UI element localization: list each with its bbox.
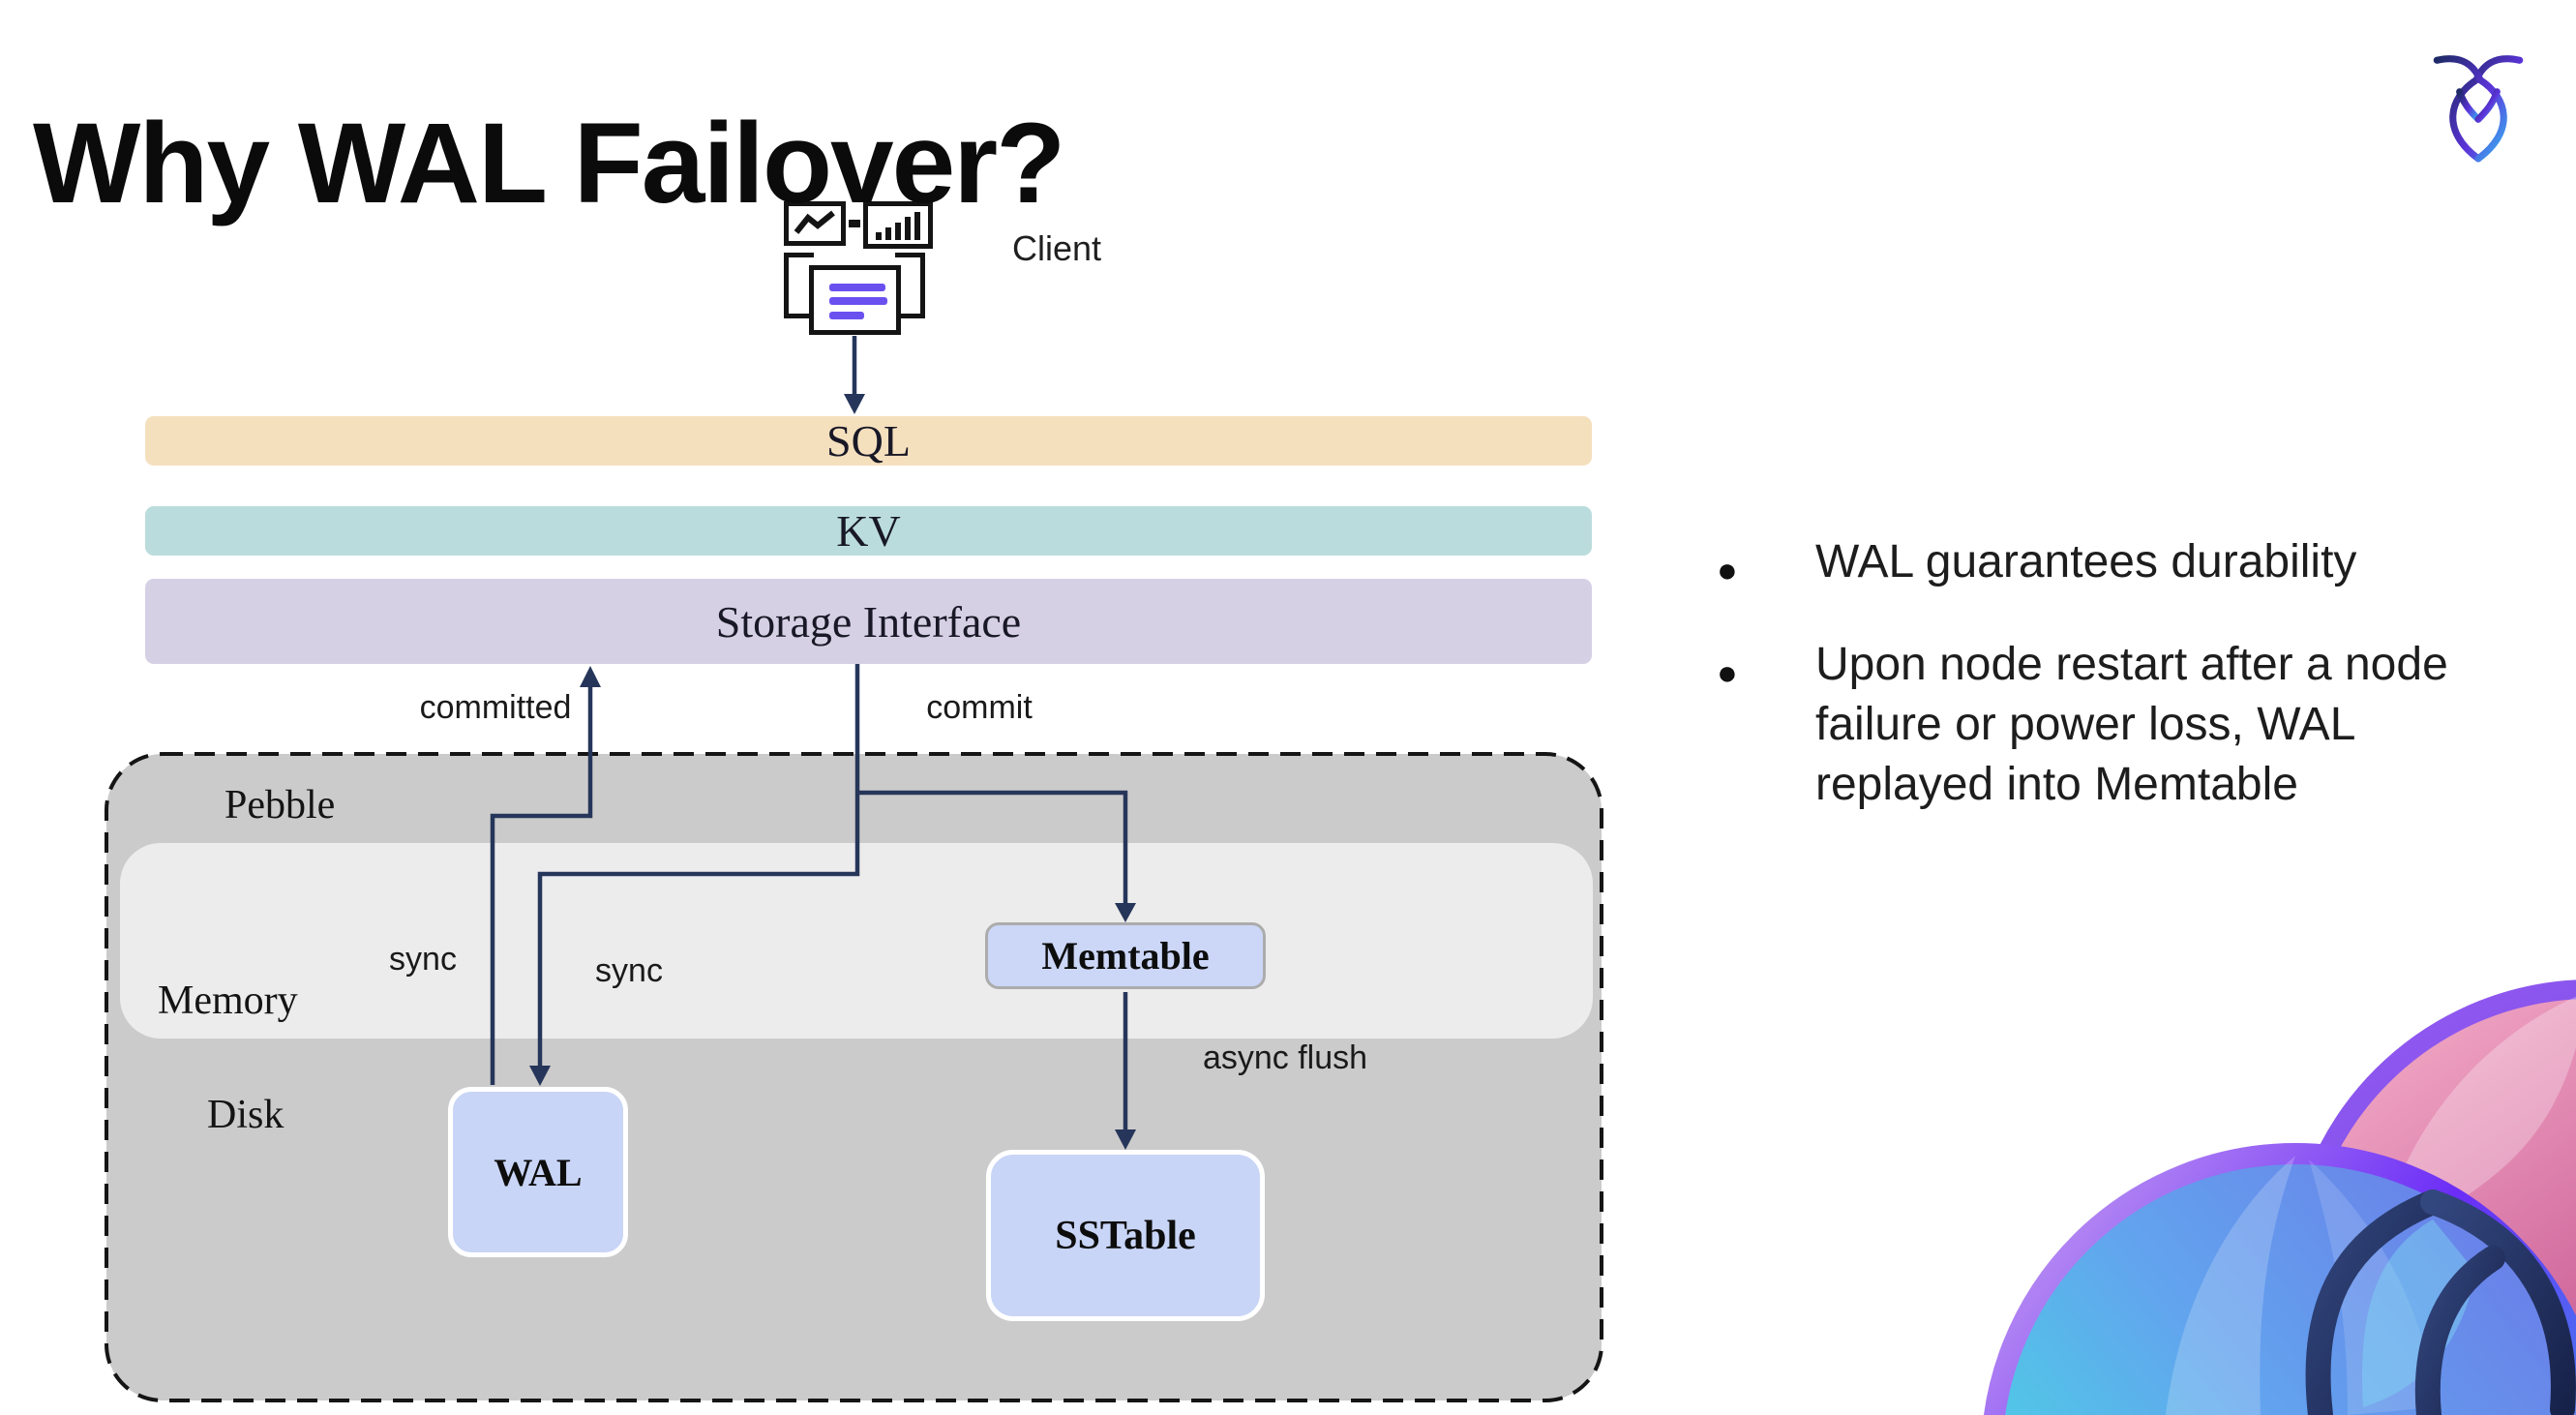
client-bracket-left-icon [784,253,814,318]
arrowhead-sync-into-wal [529,1066,551,1086]
client-bar-chart-icon [863,201,933,249]
arrowhead-into-memtable [1115,903,1136,922]
cockroachdb-logo-icon [2431,45,2526,163]
client-document-icon [809,265,901,335]
corner-art [1941,952,2576,1415]
pebble-label: Pebble [225,783,336,828]
bullet-list: WAL guarantees durability Upon node rest… [1715,532,2448,858]
pebble-dashed-border [105,752,1603,1402]
disk-label: Disk [207,1093,285,1137]
client-bracket-right-icon [895,253,925,318]
client-label: Client [1012,228,1102,268]
sstable-node: SSTable [986,1150,1265,1321]
client-line-chart-icon [784,201,846,246]
edge-committed-line [490,687,593,1085]
edge-commit-branch-line [857,790,1128,903]
edge-commit-sync-line [537,664,860,1066]
sync-left-edge-label: sync [389,941,457,978]
memtable-node: Memtable [985,922,1266,989]
wal-node: WAL [448,1087,628,1257]
layer-sql-label: SQL [826,416,911,466]
client-dash-icon [849,220,860,227]
commit-edge-label: commit [926,689,1033,726]
sstable-node-label: SSTable [1055,1213,1196,1258]
page-title: Why WAL Failover? [33,100,1065,228]
layer-sql: SQL [145,416,1592,466]
bullet-item: WAL guarantees durability [1715,532,2454,600]
layer-kv-label: KV [836,506,901,556]
layer-kv: KV [145,506,1592,556]
bullet-item: Upon node restart after a node failure o… [1715,635,2454,815]
sync-right-edge-label: sync [595,952,663,989]
layer-storage-interface: Storage Interface [145,579,1592,664]
layer-storage-interface-label: Storage Interface [715,596,1022,647]
committed-edge-label: committed [419,689,572,726]
wal-node-label: WAL [494,1150,583,1194]
memory-label: Memory [158,978,298,1023]
async-flush-edge-label: async flush [1202,1039,1368,1076]
memtable-node-label: Memtable [1041,934,1210,978]
arrowhead-committed-up [580,666,601,687]
arrowhead-into-sql [844,394,865,414]
arrowhead-into-sstable [1115,1129,1136,1150]
